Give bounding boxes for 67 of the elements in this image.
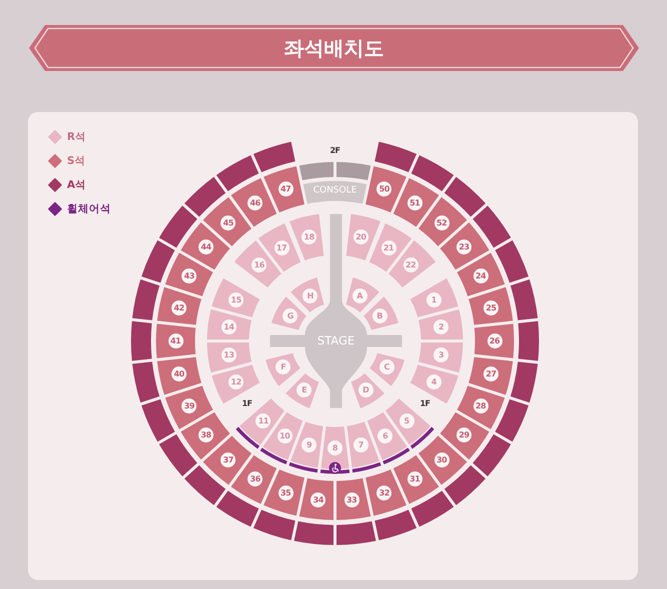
seat-section — [510, 361, 538, 403]
seat-section — [472, 205, 511, 248]
seat-section — [207, 342, 252, 373]
legend-label: 휠체어석 — [67, 202, 111, 216]
seat-section — [320, 426, 350, 469]
seat-section — [363, 296, 399, 331]
seat-section — [444, 465, 486, 506]
seat-section — [418, 342, 463, 373]
seat-section — [365, 469, 407, 516]
seat-section — [444, 176, 486, 217]
seat-section — [418, 309, 463, 340]
seat-section — [351, 373, 385, 409]
seat-section — [132, 361, 160, 403]
seat-section — [411, 490, 454, 527]
seat-section — [468, 357, 513, 395]
legend-label: S석 — [67, 154, 86, 168]
title: 좌석배치도 — [284, 36, 384, 60]
seat-section — [299, 478, 334, 520]
seat-section — [468, 287, 513, 325]
seat-section — [159, 205, 198, 248]
seat-section — [216, 155, 259, 192]
seat-section — [474, 323, 514, 359]
seat-section — [157, 287, 202, 325]
seat-section — [156, 323, 196, 359]
seat-section — [271, 296, 307, 331]
seat-section — [184, 465, 226, 506]
seat-section — [263, 166, 305, 213]
seat-section — [157, 357, 202, 395]
seat-section — [299, 162, 334, 181]
seat-section — [265, 353, 301, 387]
seat-section — [132, 279, 160, 321]
console-area — [303, 181, 367, 204]
floor-label: 1F — [242, 399, 252, 409]
seat-section — [410, 364, 459, 404]
seat-section — [294, 521, 334, 545]
seat-section — [346, 421, 380, 468]
seat-section — [510, 279, 538, 321]
seat-section — [336, 162, 371, 181]
seat-section — [216, 490, 259, 527]
seat-section — [290, 277, 325, 313]
seat-section — [410, 278, 459, 318]
seat-section — [184, 176, 226, 217]
seat-section — [495, 399, 529, 442]
floor-label: 1F — [420, 399, 430, 409]
seat-section — [411, 155, 454, 192]
legend-label: A석 — [67, 178, 86, 192]
seat-section — [369, 353, 405, 387]
stage-label: STAGE — [317, 334, 355, 348]
legend-label: R석 — [67, 130, 86, 144]
seat-section — [472, 434, 511, 477]
seat-section — [374, 141, 417, 173]
console-label: CONSOLE — [313, 186, 357, 196]
seat-section — [253, 509, 296, 541]
seat-section — [159, 434, 198, 477]
seat-section — [336, 521, 376, 545]
seat-section — [253, 141, 296, 173]
seat-section — [289, 214, 324, 261]
floor-label: 2F — [330, 146, 340, 156]
seat-section — [345, 277, 380, 313]
seat-section — [141, 240, 175, 283]
seat-section — [336, 478, 371, 520]
stage-area — [270, 214, 402, 408]
seat-section — [495, 240, 529, 283]
seat-section — [374, 509, 417, 541]
seat-section — [141, 399, 175, 442]
seat-section — [285, 373, 319, 409]
seat-section — [211, 278, 260, 318]
